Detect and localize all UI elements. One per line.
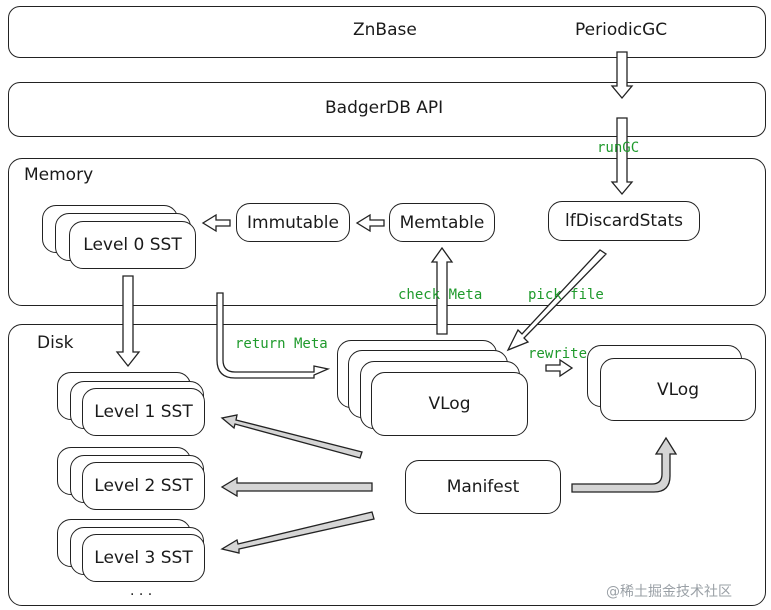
immutable-label: Immutable [247,212,339,233]
manifest-to-level2-arrow [220,476,373,498]
check-meta-arrow [430,246,454,335]
memory-title: Memory [24,165,94,185]
memtable-label: Memtable [399,212,485,233]
run-gc-label: runGC [597,140,640,156]
manifest-to-level1-arrow [220,414,363,459]
level3-sst-label: Level 3 SST [94,548,193,568]
check-meta-label: check Meta [398,287,483,303]
manifest-to-vlog-new-arrow [571,436,678,493]
level1-sst-box: Level 1 SST [82,388,205,436]
vlog-new-label: VLog [657,379,699,400]
znbase-label: ZnBase [353,20,417,40]
memtable-box: Memtable [389,203,495,242]
manifest-box: Manifest [405,460,561,514]
periodic-gc-label: PeriodicGC [575,20,668,40]
levels-ellipsis: . . . [130,583,153,599]
pick-file-label: pick file [528,287,604,303]
rewrite-label: rewrite [528,346,588,362]
pick-file-arrow [506,249,608,352]
level1-sst-label: Level 1 SST [94,402,193,422]
vlog-main-box: VLog [371,372,528,436]
vlog-main-label: VLog [428,394,471,414]
level0-to-level1-arrow [115,275,141,368]
watermark: @稀土掘金技术社区 [606,584,732,600]
level0-sst-label: Level 0 SST [83,235,182,255]
discard-stats-box: lfDiscardStats [548,201,700,241]
periodic-gc-arrow [610,51,634,100]
disk-title: Disk [37,333,74,353]
manifest-to-level3-arrow [220,511,375,554]
api-bar [8,82,766,137]
level3-sst-box: Level 3 SST [82,534,205,582]
top-bar [8,6,766,58]
immutable-box: Immutable [236,203,350,242]
rewrite-arrow [545,358,574,378]
level2-sst-box: Level 2 SST [82,462,205,510]
manifest-label: Manifest [446,477,520,497]
level2-sst-label: Level 2 SST [94,476,193,496]
return-meta-label: return Meta [235,336,328,352]
discard-stats-label: lfDiscardStats [564,211,684,231]
memtable-to-immutable-arrow [355,213,385,233]
immutable-to-level0-arrow [201,213,231,233]
badgerdb-api-label: BadgerDB API [325,98,444,118]
return-meta-arrow [216,292,331,379]
level0-sst-box: Level 0 SST [69,221,196,269]
run-gc-arrow [610,117,634,196]
vlog-new-box: VLog [600,358,756,421]
